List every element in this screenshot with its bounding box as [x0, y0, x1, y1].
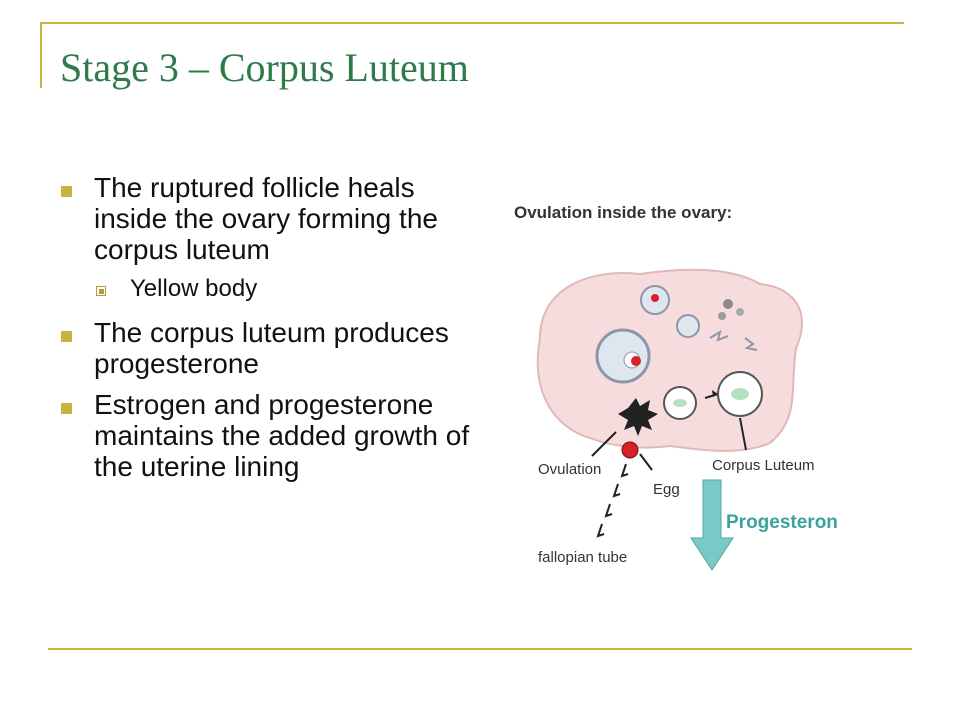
bullet-text: Estrogen and progesterone maintains the … [94, 389, 470, 482]
label-egg: Egg [653, 481, 680, 498]
fallopian-path-icon [596, 523, 605, 538]
bullet-text: The corpus luteum produces progesterone [94, 317, 449, 379]
arrowhead-icon [712, 390, 718, 397]
frame-bottom-line [48, 648, 912, 650]
fallopian-path-icon [620, 463, 629, 478]
sub-bullet-item: Yellow body [60, 275, 480, 303]
bullet-item: The corpus luteum produces progesterone [60, 317, 480, 379]
follicle-icon [595, 328, 651, 384]
debris-icon [709, 329, 729, 342]
label-progesteron: Progesteron [726, 512, 838, 533]
follicle-core-icon [631, 356, 641, 366]
bullet-text: The ruptured follicle heals inside the o… [94, 172, 438, 265]
corpus-luteum-core-icon [731, 388, 749, 400]
progesteron-arrow-icon [690, 479, 734, 571]
rupture-site-icon [618, 398, 658, 436]
frame-top-line [40, 22, 904, 24]
egg-icon [621, 441, 639, 459]
slide-title: Stage 3 – Corpus Luteum [60, 45, 469, 90]
fallopian-path-icon [612, 483, 621, 498]
label-corpus-luteum: Corpus Luteum [712, 457, 815, 474]
cell-cluster-icon [718, 312, 726, 320]
cell-cluster-icon [736, 308, 744, 316]
corpus-luteum-pointer-line [739, 417, 747, 451]
sub-bullet-marker [96, 286, 106, 296]
bullet-item: The ruptured follicle heals inside the o… [60, 172, 480, 265]
bullet-item: Estrogen and progesterone maintains the … [60, 389, 480, 482]
bullet-list: The ruptured follicle heals inside the o… [60, 172, 480, 492]
debris-icon [744, 337, 758, 351]
cell-cluster-icon [723, 299, 733, 309]
ovary-shape [536, 268, 803, 452]
ovulation-diagram: Ovulation inside the ovary: Ovulation Eg… [514, 203, 838, 571]
egg-pointer-line [639, 453, 653, 471]
sub-bullet-text: Yellow body [130, 275, 258, 302]
frame-left-line [40, 22, 42, 88]
follicle-icon [676, 314, 700, 338]
healing-core-icon [673, 399, 687, 407]
label-fallopian-tube: fallopian tube [538, 549, 627, 566]
ovulation-pointer-line [591, 431, 617, 457]
follicle-core-icon [651, 294, 659, 302]
label-ovulation: Ovulation [538, 461, 601, 478]
figure-heading: Ovulation inside the ovary: [514, 203, 732, 222]
fallopian-path-icon [604, 503, 613, 518]
